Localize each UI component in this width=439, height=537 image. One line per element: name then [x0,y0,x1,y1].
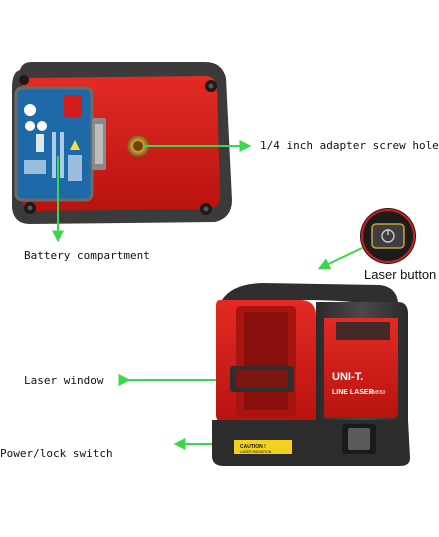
callout-power-lock-switch: Power/lock switch [0,447,113,460]
device-product-line: LINE LASER [332,389,374,396]
callout-laser-window: Laser window [24,374,104,387]
device-caution: CAUTION ! [240,444,266,450]
device-caution-sub: LASER RADIATION [240,450,272,454]
callout-laser-button: Laser button [364,267,437,282]
laser-button-zoom [360,208,416,264]
device-model: LM550 [370,390,386,396]
callout-battery-compartment: Battery compartment [24,249,150,262]
battery-cover-label [14,86,94,202]
callout-adapter-screw-hole: 1/4 inch adapter screw hole [260,139,439,152]
corner-screws [19,75,217,215]
device-perspective-view [212,283,410,466]
device-brand: UNI-T. [332,371,363,383]
device-bottom-view [12,62,232,224]
adapter-screw-hole-brass [127,135,149,157]
